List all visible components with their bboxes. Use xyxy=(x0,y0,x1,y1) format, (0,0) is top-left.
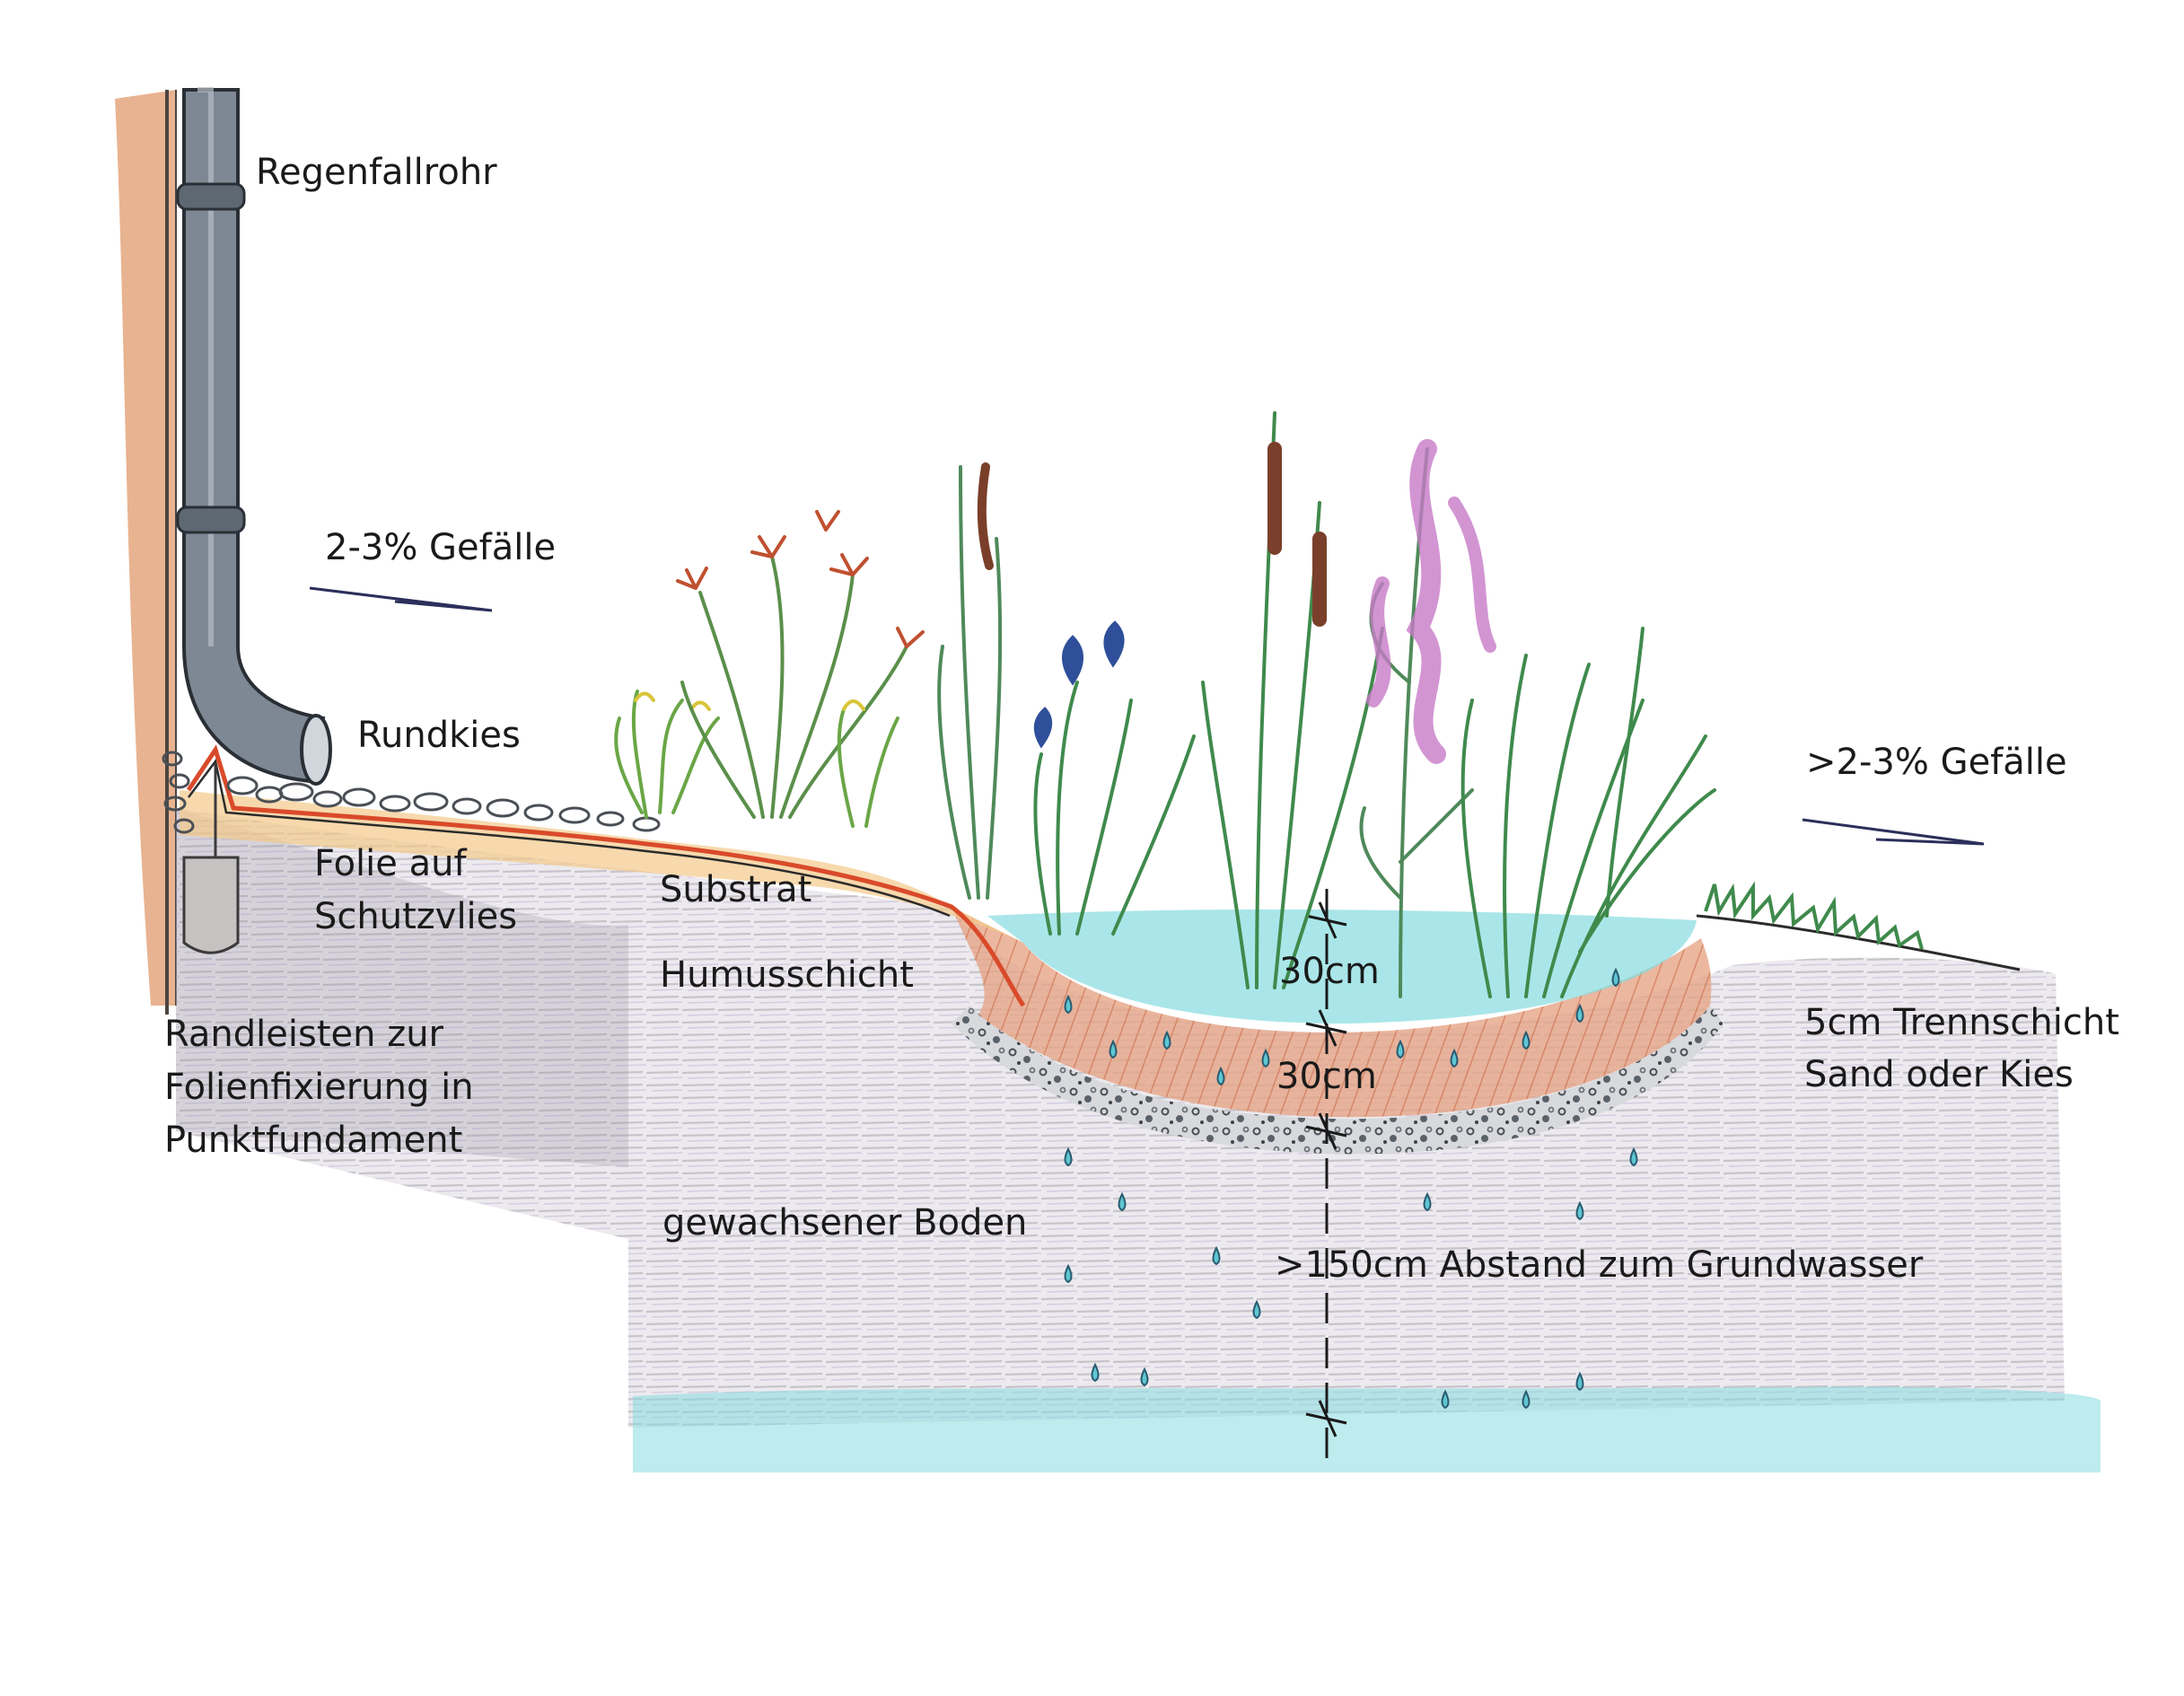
label-depth-lower: 30cm xyxy=(1276,1056,1377,1097)
depth-marker xyxy=(1305,889,1347,1463)
substrate-slope xyxy=(180,790,1023,943)
label-depth-upper: 30cm xyxy=(1279,951,1380,992)
label-humus: Humusschicht xyxy=(660,954,914,996)
water-drops xyxy=(1064,967,1638,1410)
humus-layer xyxy=(952,907,1712,1118)
right-bank-grass xyxy=(1696,881,2021,971)
house-wall xyxy=(115,90,177,1015)
slope-arrow-left xyxy=(309,586,493,612)
foil-liner xyxy=(186,744,1026,1007)
label-edge-line1: Randleisten zur xyxy=(164,1014,443,1055)
groundwater xyxy=(633,1386,2101,1472)
plants xyxy=(614,411,1716,998)
yellow-grass-plant xyxy=(614,690,720,819)
slope-arrow-right xyxy=(1802,818,1985,846)
label-edge-line2: Folienfixierung in xyxy=(164,1067,474,1108)
label-separation-line1: 5cm Trennschicht xyxy=(1804,1002,2119,1043)
reed-plant xyxy=(937,462,1003,900)
label-native-soil: gewachsener Boden xyxy=(662,1202,1028,1243)
label-foil-line1: Folie auf xyxy=(314,843,467,884)
label-downpipe: Regenfallrohr xyxy=(256,152,497,193)
label-foil-line2: Schutzvlies xyxy=(314,896,518,937)
small-yellow-plant xyxy=(837,699,899,828)
label-round-gravel: Rundkies xyxy=(357,715,521,756)
label-groundwater-distance: >150cm Abstand zum Grundwasser xyxy=(1275,1244,1924,1286)
flowering-grass-plant xyxy=(676,510,925,819)
label-substrate: Substrat xyxy=(660,869,812,910)
label-slope-left: 2-3% Gefälle xyxy=(325,527,557,568)
loosestrife-plant xyxy=(1359,439,1496,998)
downpipe xyxy=(176,87,332,786)
gravel-layer xyxy=(952,1006,1724,1155)
iris-plant xyxy=(1033,620,1196,936)
point-foundation xyxy=(182,763,240,954)
label-separation-line2: Sand oder Kies xyxy=(1804,1054,2074,1095)
pond-water xyxy=(987,910,1697,1024)
cattail-plant xyxy=(1201,411,1384,989)
round-gravel xyxy=(162,751,661,834)
label-edge-line3: Punktfundament xyxy=(164,1120,463,1161)
sedge-plant xyxy=(1460,627,1716,998)
label-slope-right: >2-3% Gefälle xyxy=(1806,742,2067,783)
